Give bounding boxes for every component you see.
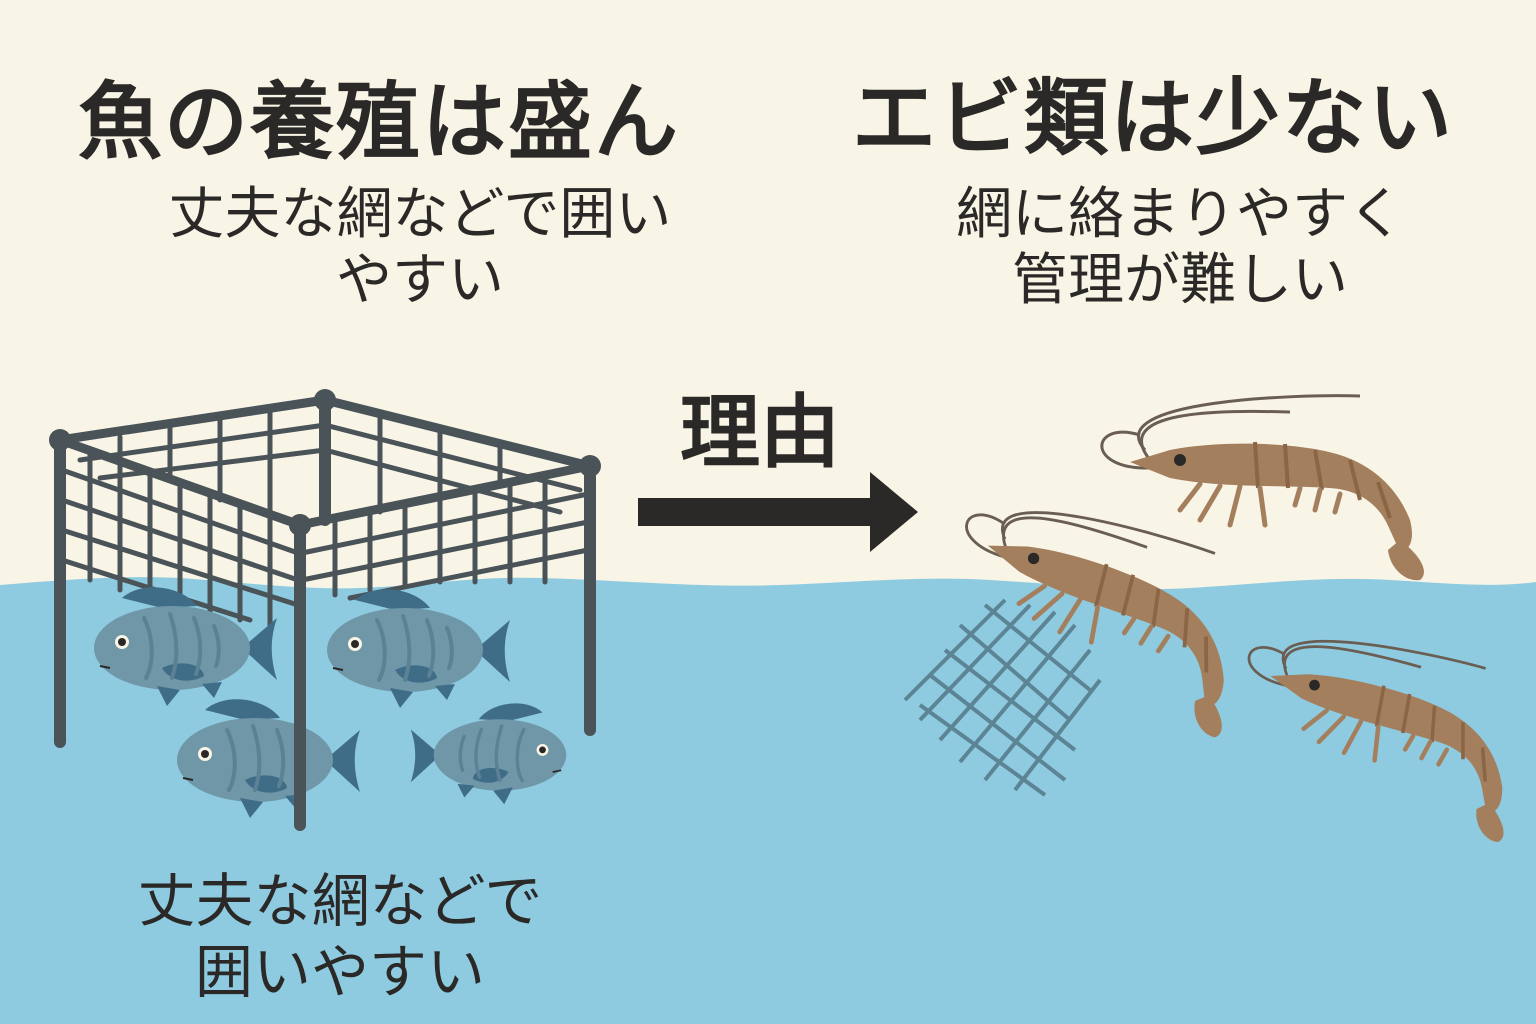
reason-label: 理由 [680,386,840,479]
left-title: 魚の養殖は盛ん [78,73,681,171]
right-subtitle: 網に絡まりやすく 管理が難しい [880,182,1480,314]
left-subtitle: 丈夫な網などで囲い やすい [100,182,740,314]
right-subtitle-line2: 管理が難しい [1012,248,1348,314]
bottom-caption: 丈夫な網などで 囲いやすい [80,866,600,1008]
tangle-net-icon [903,598,1102,797]
right-title: エビ類は少ない [852,69,1455,167]
right-subtitle-line1: 網に絡まりやすく [956,182,1404,247]
left-subtitle-line1: 丈夫な網などで囲い [168,182,672,247]
bottom-caption-line2: 囲いやすい [194,937,485,1006]
bottom-caption-line1: 丈夫な網などで [137,867,543,935]
left-subtitle-line2: やすい [336,248,504,314]
